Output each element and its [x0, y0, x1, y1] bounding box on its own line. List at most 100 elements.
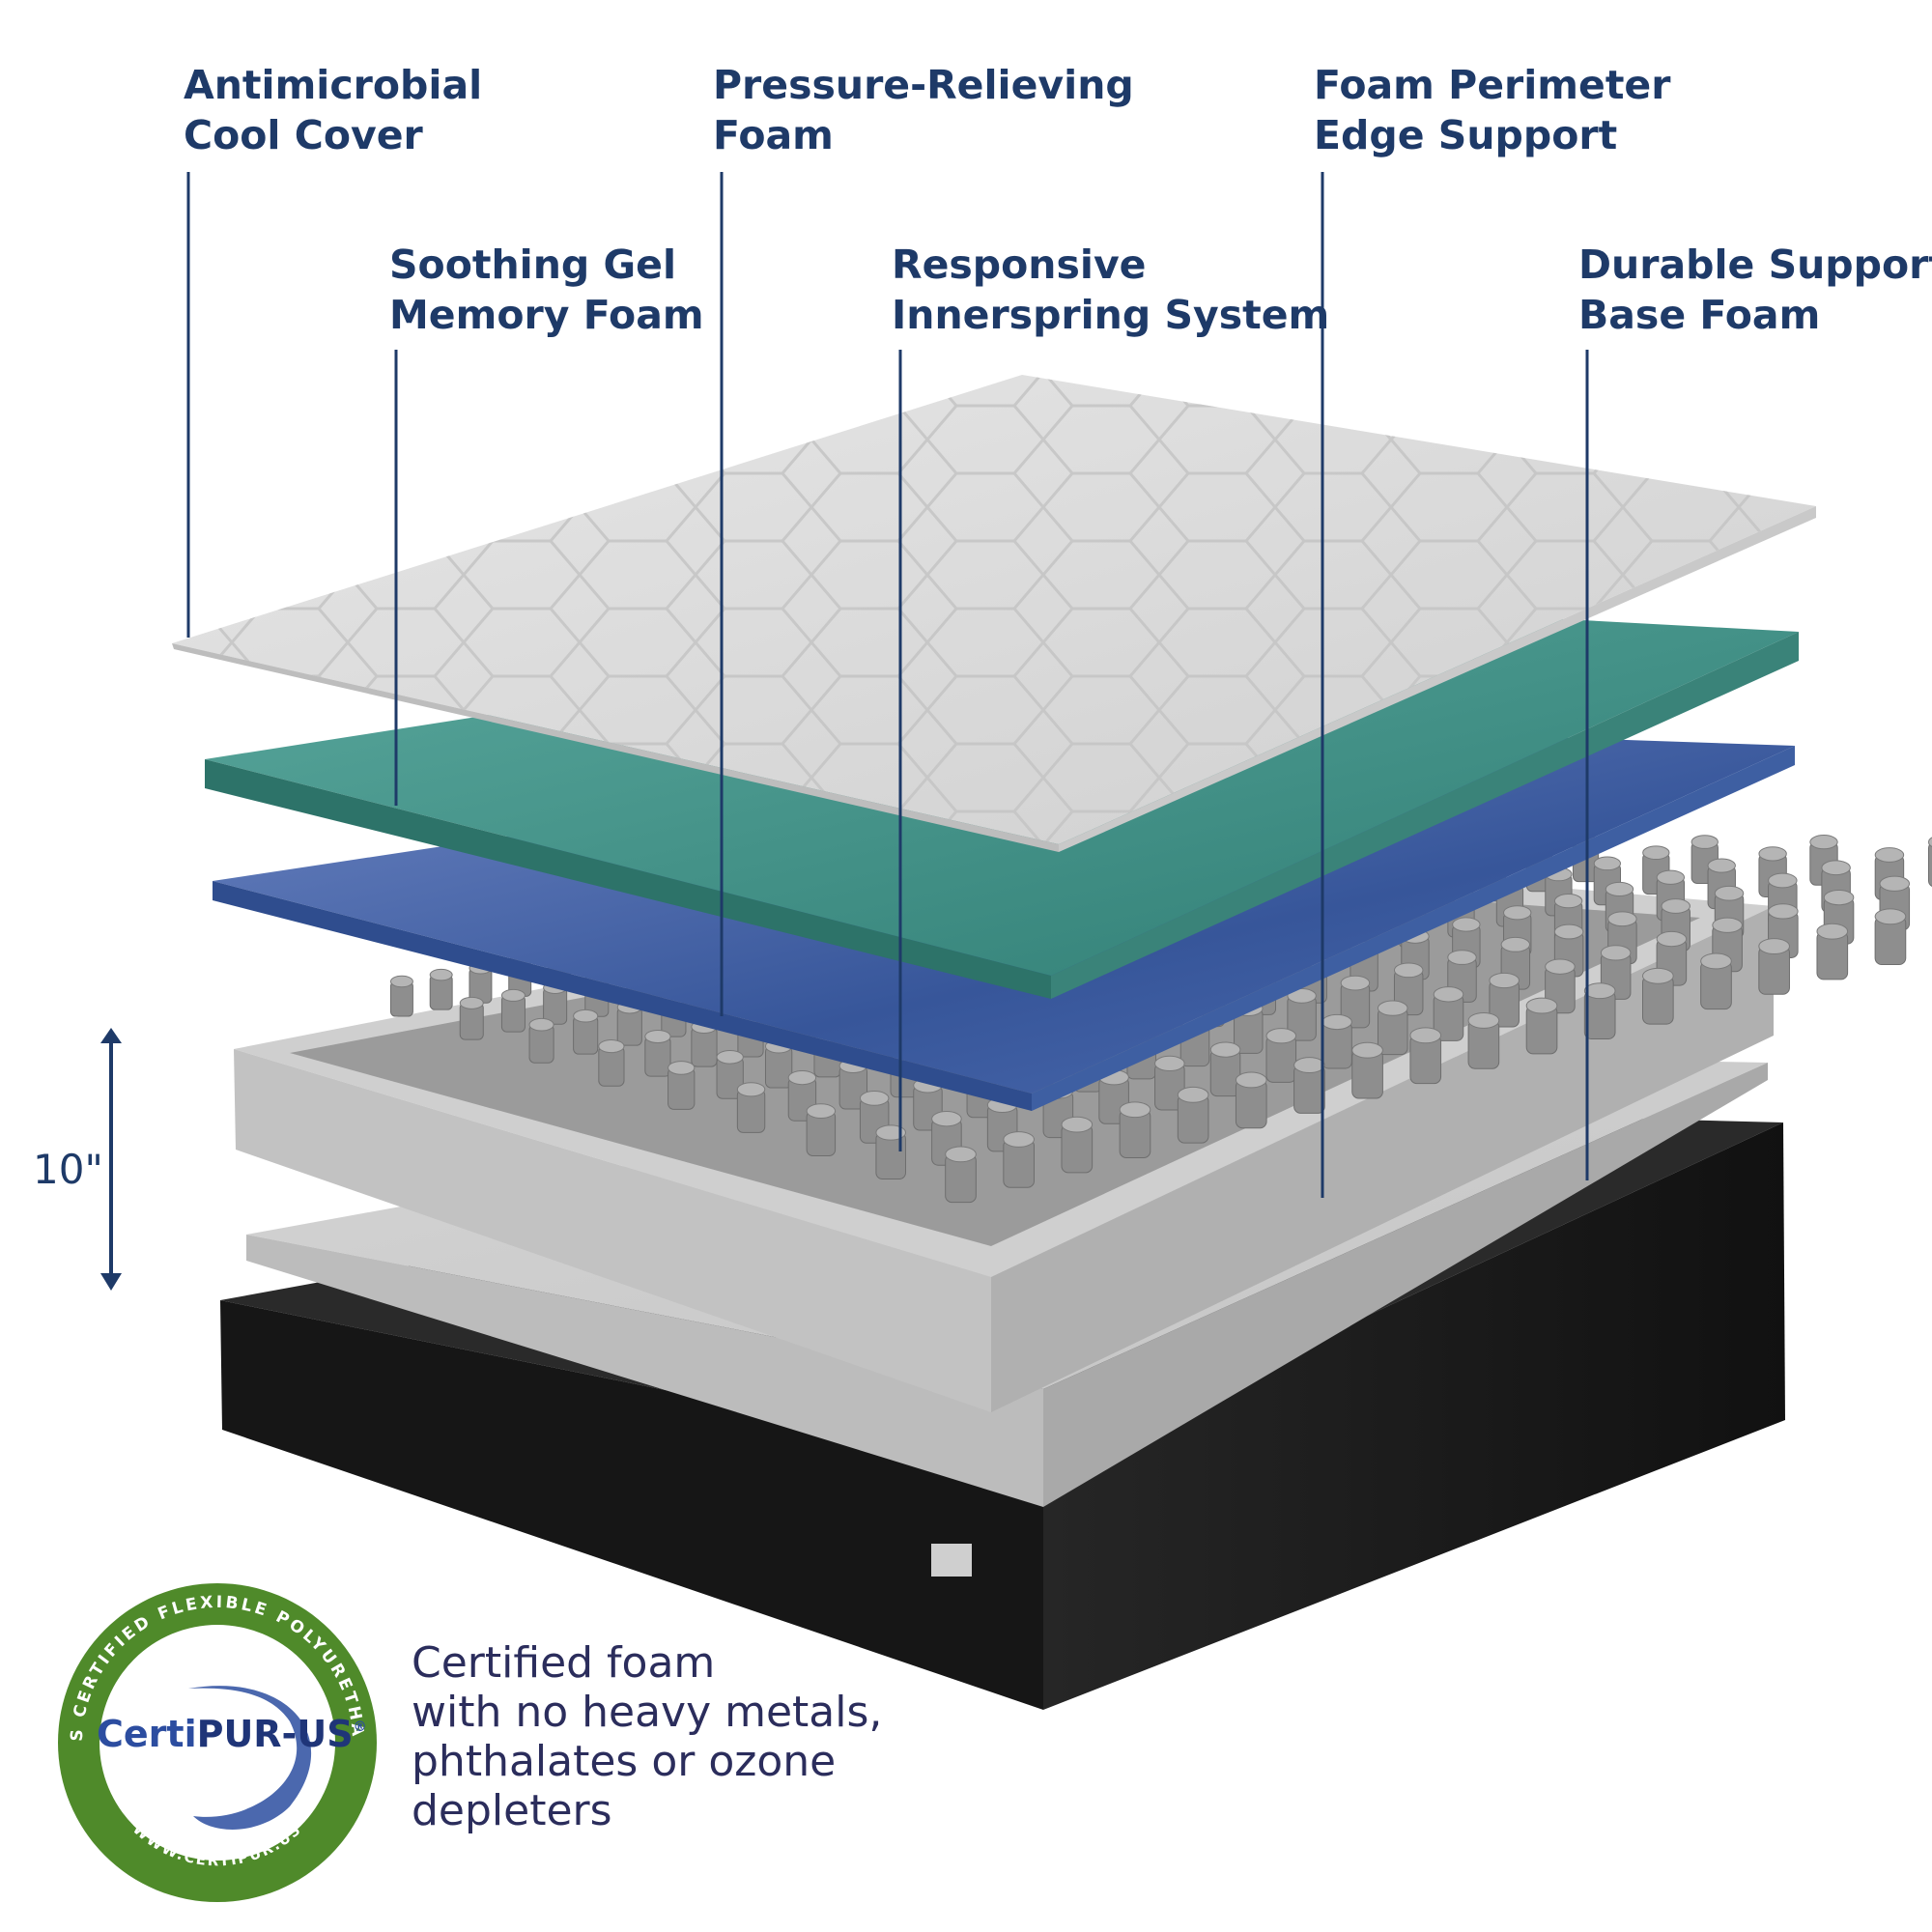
- coil-spring-top: [1447, 950, 1477, 965]
- coil-spring-top: [1661, 898, 1690, 914]
- coil-spring-top: [1642, 967, 1674, 984]
- coil-spring-top: [945, 1146, 977, 1163]
- label-soothing-gel-memory-foam: Soothing Gel Memory Foam: [389, 240, 704, 340]
- coil-spring-top: [644, 1029, 671, 1044]
- coil-spring-top: [806, 1103, 837, 1120]
- coil-spring-top: [1712, 917, 1743, 933]
- label-line: Foam Perimeter: [1314, 62, 1671, 108]
- coil-spring-top: [1061, 1116, 1094, 1133]
- coil-spring-top: [1600, 945, 1632, 961]
- coil-spring-top: [1874, 908, 1907, 925]
- coil-spring-top: [1500, 936, 1531, 952]
- coil-spring-top: [1553, 923, 1584, 940]
- coil-spring-top: [429, 968, 453, 981]
- coil-spring-top: [1642, 845, 1670, 861]
- coil-spring-top: [1700, 952, 1732, 970]
- coil-spring-top: [1003, 1131, 1035, 1148]
- coil-spring-top: [716, 1049, 744, 1065]
- label-line: Innerspring System: [892, 292, 1330, 338]
- coil-spring-top: [1605, 881, 1634, 897]
- coil-spring-top: [1823, 889, 1855, 906]
- certification-line: depleters: [412, 1786, 612, 1835]
- coil-spring-top: [1690, 835, 1719, 849]
- coil-spring-top: [1377, 1000, 1408, 1016]
- certification-line: phthalates or ozone: [412, 1737, 837, 1786]
- coil-spring-top: [736, 1082, 766, 1097]
- label-line: Durable Support: [1578, 242, 1932, 288]
- certification-text: Certified foam with no heavy metals, pht…: [412, 1638, 882, 1835]
- coil-spring-top: [1809, 835, 1838, 850]
- coil-spring-top: [1340, 975, 1371, 991]
- coil-spring-top: [1607, 911, 1637, 927]
- coil-spring-top: [1393, 962, 1424, 979]
- coil-spring-top: [1593, 856, 1622, 871]
- coil-spring-top: [1821, 860, 1851, 876]
- label-responsive-innerspring-system: Responsive Innerspring System: [892, 240, 1329, 340]
- label-pressure-relieving-foam: Pressure-Relieving Foam: [713, 60, 1134, 160]
- coil-spring-top: [1768, 903, 1799, 920]
- certification-line: with no heavy metals,: [412, 1688, 883, 1737]
- coil-spring-top: [573, 1009, 599, 1023]
- coil-spring-top: [1503, 905, 1532, 921]
- coil-spring-top: [1209, 1041, 1241, 1058]
- coil-spring-top: [1928, 837, 1932, 848]
- height-label: 10": [33, 1146, 103, 1193]
- coil-spring-top: [787, 1069, 817, 1086]
- coil-spring-top: [1758, 846, 1787, 862]
- coil-spring-top: [1707, 858, 1736, 873]
- coil-spring-top: [1177, 1086, 1209, 1103]
- coil-spring-top: [875, 1124, 906, 1141]
- coil-spring-top: [1235, 1071, 1267, 1089]
- coil-spring-top: [1489, 972, 1520, 989]
- coil-spring-top: [1467, 1012, 1500, 1029]
- coil-spring-top: [1758, 938, 1790, 954]
- cool-cover-layer: [172, 375, 1816, 852]
- coil-spring-top: [668, 1061, 696, 1075]
- coil-spring-top: [1154, 1055, 1185, 1072]
- coil-spring-top: [459, 996, 484, 1009]
- label-durable-support-base-foam: Durable Support Base Foam: [1578, 240, 1932, 340]
- height-arrow: [100, 1028, 122, 1291]
- coil-spring-top: [859, 1091, 890, 1106]
- coil-spring-top: [1293, 1057, 1325, 1074]
- coil-spring-top: [1768, 872, 1798, 889]
- label-line: Soothing Gel: [389, 242, 677, 288]
- coil-spring-top: [1321, 1013, 1352, 1031]
- label-line: Responsive: [892, 242, 1147, 288]
- coil-spring-top: [1433, 986, 1464, 1003]
- coil-spring-top: [1583, 982, 1616, 1000]
- label-line: Antimicrobial: [184, 62, 483, 108]
- label-foam-perimeter-edge-support: Foam Perimeter Edge Support: [1314, 60, 1670, 160]
- coil-spring-top: [1545, 958, 1576, 975]
- label-line: Pressure-Relieving: [713, 62, 1134, 108]
- brand-tag: [931, 1544, 972, 1577]
- label-line: Cool Cover: [184, 112, 423, 158]
- label-line: Foam: [713, 112, 834, 158]
- coil-spring-top: [1351, 1041, 1383, 1059]
- coil-spring-top: [598, 1039, 625, 1054]
- coil-spring-top: [500, 988, 526, 1002]
- svg-text:CertiPUR-US®: CertiPUR-US®: [97, 1713, 367, 1755]
- coil-spring-top: [1452, 917, 1481, 932]
- seal-brand-part2: PUR-US: [197, 1713, 354, 1755]
- coil-spring-top: [1265, 1028, 1297, 1044]
- coil-spring-top: [1287, 987, 1317, 1004]
- seal-registered: ®: [354, 1719, 367, 1735]
- coil-spring-top: [389, 975, 413, 988]
- label-line: Memory Foam: [389, 292, 704, 338]
- coil-spring-top: [1874, 847, 1905, 863]
- coil-spring-top: [1553, 894, 1583, 909]
- coil-spring-top: [1816, 923, 1849, 940]
- coil-spring-top: [528, 1017, 554, 1032]
- coil-spring-top: [1656, 869, 1686, 885]
- coil-spring-top: [931, 1111, 962, 1127]
- coil-spring-top: [1119, 1101, 1151, 1119]
- seal-brand-part1: Certi: [97, 1713, 197, 1755]
- certification-line: Certified foam: [412, 1638, 716, 1688]
- label-line: Base Foam: [1578, 292, 1821, 338]
- label-antimicrobial-cool-cover: Antimicrobial Cool Cover: [184, 60, 482, 160]
- coil-spring-top: [1656, 930, 1688, 948]
- label-line: Edge Support: [1314, 112, 1618, 158]
- coil-spring-top: [1714, 885, 1745, 901]
